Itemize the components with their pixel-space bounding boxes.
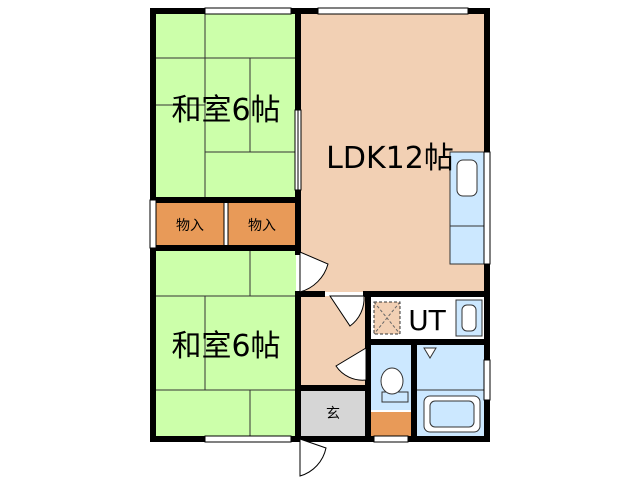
kitchen-counter — [449, 151, 485, 265]
washitsu-lower-label: 和室6帖 — [171, 329, 280, 364]
washitsu-lower-floor — [156, 250, 296, 436]
windows — [149, 7, 491, 443]
door-swings — [299, 251, 367, 477]
tatami-lines-lower — [156, 250, 296, 436]
door-swing-entrance — [299, 438, 327, 477]
toilet-room — [370, 344, 412, 436]
tatami-lines-upper — [156, 14, 296, 200]
utility-room — [370, 296, 484, 340]
toilet-bowl-icon — [380, 367, 404, 395]
sliding-door-upper — [294, 109, 302, 191]
washbasin-bowl-icon — [461, 304, 477, 332]
toilet-step — [370, 412, 412, 436]
ldk-label: LDK12帖 — [326, 141, 454, 176]
entrance-floor — [300, 390, 366, 436]
storage-left-label: 物入 — [176, 218, 204, 234]
bathroom — [416, 344, 484, 436]
sink-icon — [456, 159, 478, 197]
door-swing-utility — [329, 295, 365, 327]
room-washitsu-upper — [156, 14, 296, 200]
entrance-label: 玄 — [326, 405, 340, 422]
washitsu-upper-label: 和室6帖 — [171, 93, 280, 128]
washitsu-upper-floor — [156, 14, 296, 200]
door-swing-lower-washitsu — [299, 251, 329, 293]
shower-icon — [423, 347, 437, 359]
ut-label: UT — [408, 304, 446, 337]
door-swing-toilet — [335, 347, 367, 381]
room-washitsu-lower — [156, 250, 296, 436]
storage-right-label: 物入 — [248, 218, 276, 234]
